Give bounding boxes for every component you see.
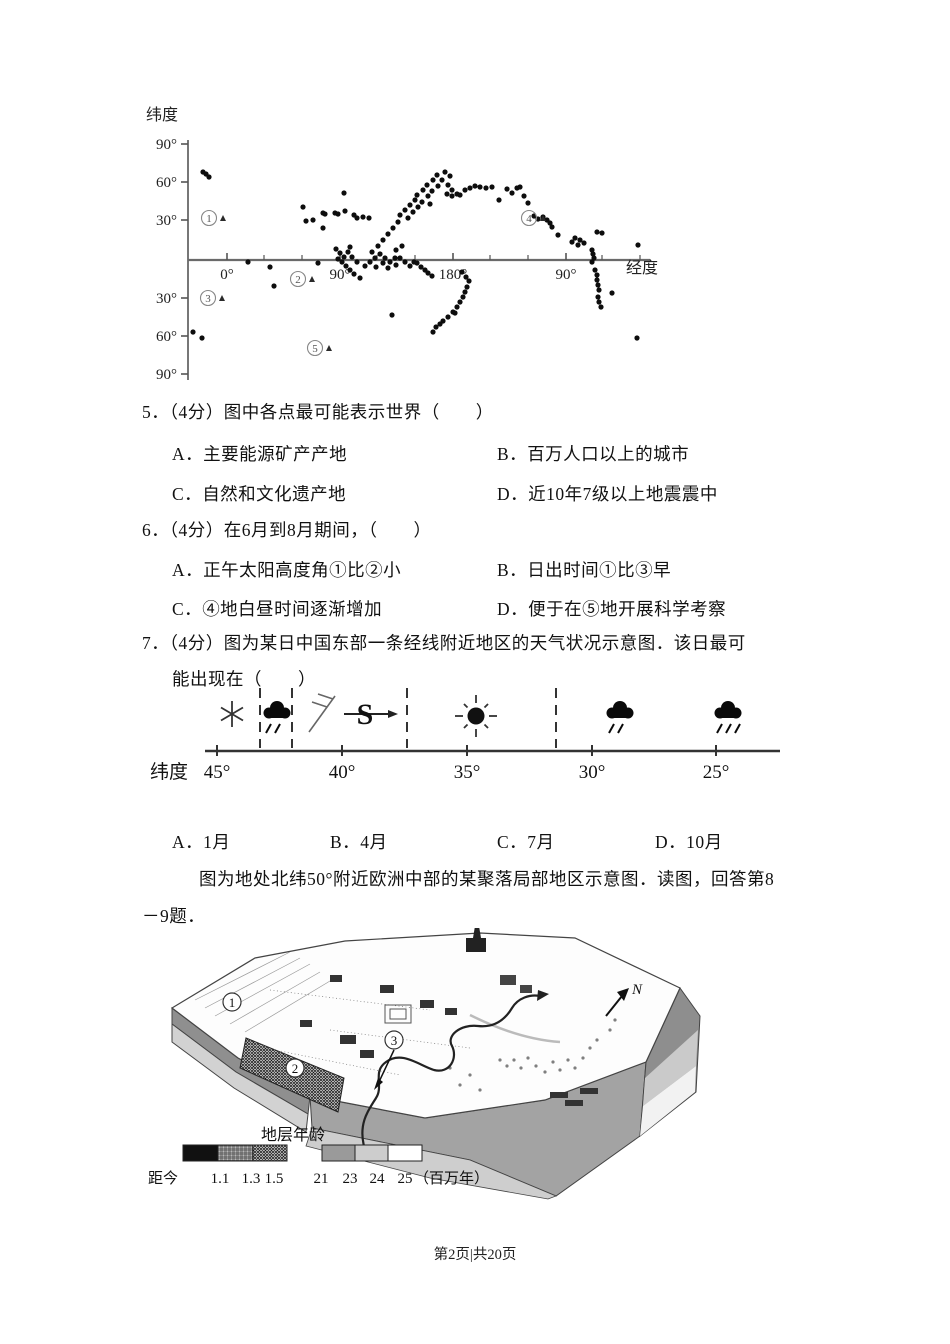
svg-text:4: 4	[526, 213, 532, 225]
church-shape	[466, 928, 486, 952]
legend-ago-label: 距今	[148, 1170, 178, 1187]
svg-text:纬度: 纬度	[146, 106, 178, 124]
svg-text:0°: 0°	[220, 267, 234, 283]
svg-text:30°: 30°	[579, 762, 606, 783]
walled-square-shape	[384, 1004, 412, 1024]
legend-title: 地层年龄	[261, 1126, 325, 1144]
svg-text:S: S	[357, 698, 374, 731]
q7-option-b: B．4月	[330, 832, 388, 852]
svg-text:1: 1	[206, 213, 212, 225]
legend-age-5: 23	[343, 1171, 358, 1187]
page-footer: 第2页|共20页	[433, 1247, 517, 1263]
svg-text:N: N	[631, 982, 643, 998]
q5-option-b: B．百万人口以上的城市	[497, 444, 690, 464]
legend-age-4: 21	[314, 1171, 329, 1187]
svg-text:2: 2	[292, 1061, 299, 1076]
terrain-block-figure: 1 2 3 N 地层年龄 距今 1.1 1.3 1.5 21 23 24 25 …	[148, 928, 701, 1200]
svg-text:45°: 45°	[204, 762, 231, 783]
weather-plot-area: 纬度 45° 40° 35° 30° 25° S	[150, 688, 780, 783]
legend-age-1: 1.1	[211, 1171, 230, 1187]
svg-text:30°: 30°	[156, 213, 177, 229]
site3-arrow	[377, 1049, 395, 1085]
svg-text:经度: 经度	[626, 259, 658, 277]
building-shapes	[300, 975, 598, 1106]
svg-text:60°: 60°	[156, 175, 177, 191]
q6-stem: 6．（4分）在6月到8月期间，（ ）	[142, 520, 432, 540]
tree-dots	[448, 1018, 617, 1092]
svg-text:35°: 35°	[454, 762, 481, 783]
svg-text:3: 3	[205, 293, 211, 305]
legend-bar-quaternary	[182, 1144, 288, 1162]
q7-stem-line2: 能出现在（ ）	[172, 669, 316, 689]
svg-text:180°: 180°	[439, 267, 468, 283]
q6-option-b: B．日出时间①比③早	[497, 560, 672, 580]
svg-text:30°: 30°	[156, 291, 177, 307]
north-arrow-icon: N	[605, 982, 643, 1017]
svg-text:90°: 90°	[156, 367, 177, 383]
legend-age-3: 1.5	[265, 1171, 284, 1187]
river-path	[361, 994, 541, 1147]
legend-age-unit: （百万年）	[414, 1170, 489, 1187]
intro-8-9-line2: －9题．	[142, 906, 206, 926]
svg-text:90°: 90°	[330, 267, 351, 283]
svg-text:1: 1	[229, 995, 236, 1010]
svg-text:90°: 90°	[556, 267, 577, 283]
q5-option-c: C．自然和文化遗产地	[172, 484, 347, 504]
q5-option-d: D．近10年7级以上地震震中	[497, 484, 718, 504]
svg-text:25°: 25°	[703, 762, 730, 783]
q7-option-a: A．1月	[172, 832, 231, 852]
q6-option-d: D．便于在⑤地开展科学考察	[497, 599, 727, 619]
svg-text:40°: 40°	[329, 762, 356, 783]
river-flow-arrowhead	[537, 990, 549, 1001]
stratum-band-light	[171, 1023, 309, 1133]
svg-text:纬度: 纬度	[150, 761, 188, 783]
legend-age-2: 1.3	[242, 1171, 261, 1187]
site-label-3: 3	[384, 1030, 404, 1050]
site-label-1: 1	[222, 992, 242, 1012]
intro-8-9-line1: 图为地处北纬50°附近欧洲中部的某聚落局部地区示意图．读图，回答第8	[199, 869, 775, 889]
svg-text:5: 5	[312, 343, 318, 355]
q5-stem: 5．（4分）图中各点最可能表示世界（ ）	[142, 402, 494, 422]
q6-option-a: A．正午太阳高度角①比②小	[172, 560, 402, 580]
right-face-white	[640, 1066, 696, 1136]
q6-option-c: C．④地白昼时间逐渐增加	[172, 599, 383, 619]
svg-text:90°: 90°	[156, 137, 177, 153]
svg-text:2: 2	[295, 274, 301, 286]
legend-bar-tertiary	[321, 1144, 423, 1162]
q7-stem-line1: 7．（4分）图为某日中国东部一条经线附近地区的天气状况示意图．该日最可	[142, 633, 746, 653]
svg-text:3: 3	[391, 1033, 398, 1048]
site-label-2: 2	[285, 1058, 305, 1078]
weather-strip-figure: 纬度 45° 40° 35° 30° 25° S	[150, 688, 780, 783]
legend-age-7: 25	[398, 1171, 413, 1187]
q5-option-a: A．主要能源矿产产地	[172, 444, 348, 464]
q7-option-c: C．7月	[497, 832, 555, 852]
legend-age-6: 24	[370, 1171, 386, 1187]
site3-arrowhead	[374, 1078, 383, 1090]
right-face-light	[643, 1030, 698, 1106]
svg-text:60°: 60°	[156, 329, 177, 345]
q7-option-d: D．10月	[655, 832, 723, 852]
